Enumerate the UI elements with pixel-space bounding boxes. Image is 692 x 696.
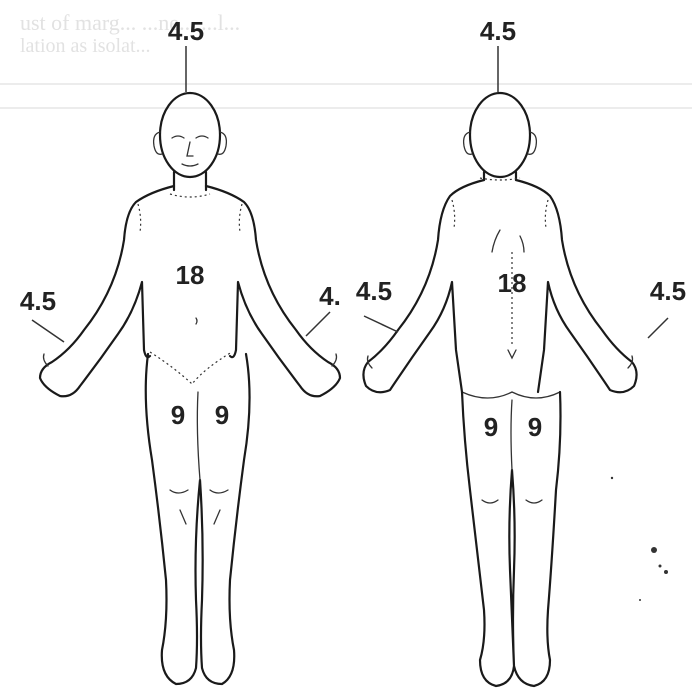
back-leg-left-label: 9 — [484, 412, 498, 442]
front-neck-boundary — [170, 194, 210, 197]
back-arm-left-leader — [364, 316, 398, 332]
front-arm-right-label: 4.5 — [20, 286, 56, 316]
front-trunk-label: 18 — [176, 260, 205, 290]
back-buttock-line — [462, 392, 560, 398]
front-shoulder-left — [239, 204, 242, 232]
back-neck-boundary — [480, 178, 520, 180]
back-scapula-left — [492, 230, 500, 252]
front-arm-left-label: 4. — [319, 281, 341, 311]
front-leg-left-label: 9 — [215, 400, 229, 430]
front-arm-right-leader — [32, 320, 64, 342]
front-knee-left — [210, 490, 228, 493]
back-figure: 4.5 18 4.5 4.5 9 9 — [356, 16, 686, 686]
back-arm-left-label: 4.5 — [356, 276, 392, 306]
back-head-label: 4.5 — [480, 16, 516, 46]
scan-specks — [611, 477, 668, 601]
back-scapula-right — [520, 236, 524, 252]
back-head — [470, 93, 530, 177]
front-head — [160, 93, 220, 177]
back-knee-left — [482, 500, 498, 503]
svg-text:lation as isolat...: lation as isolat... — [20, 35, 151, 57]
back-shoulder-right — [545, 200, 548, 228]
back-leg-divider — [511, 400, 512, 470]
back-leg-right-label: 9 — [528, 412, 542, 442]
back-trunk-label: 18 — [498, 268, 527, 298]
front-torso-arms — [40, 186, 340, 396]
front-face — [172, 136, 208, 166]
scan-bleed-through: ust of marg... ...ne... ...l... lation a… — [0, 10, 692, 108]
svg-text:ust of marg... ...ne... ...l..: ust of marg... ...ne... ...l... — [20, 10, 240, 35]
back-shoulder-left — [452, 200, 455, 228]
front-leg-right-label: 9 — [171, 400, 185, 430]
front-arm-left-leader — [306, 312, 330, 336]
front-knee-right — [170, 490, 188, 493]
front-navel — [196, 318, 197, 324]
front-groin-boundary — [150, 352, 232, 384]
front-leg-divider — [197, 392, 200, 480]
back-arm-right-leader — [648, 318, 668, 338]
back-knee-right — [526, 500, 542, 503]
back-sacrum — [508, 350, 516, 358]
front-head-label: 4.5 — [168, 16, 204, 46]
back-arm-right-label: 4.5 — [650, 276, 686, 306]
front-shoulder-right — [138, 204, 141, 232]
front-figure: 4.5 18 4.5 4. 9 9 — [20, 16, 341, 684]
